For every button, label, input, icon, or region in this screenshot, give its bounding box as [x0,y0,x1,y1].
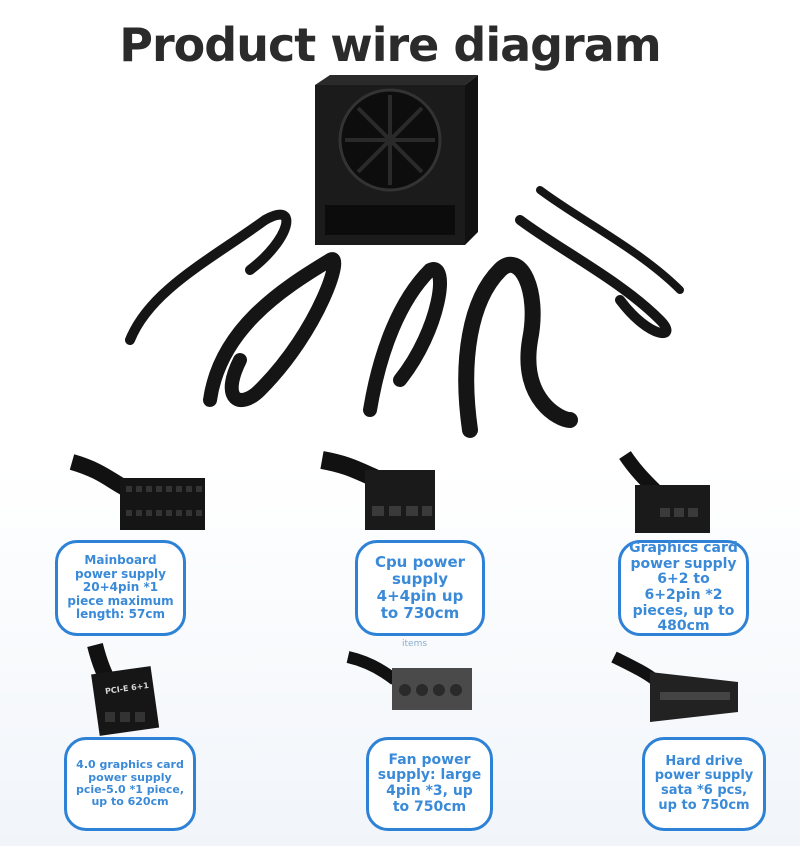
cables [125,186,684,438]
psu-unit [315,75,478,245]
label-pcie5-power: 4.0 graphics card power supply pcie-5.0 … [64,737,196,831]
label-cpu-power: Cpu power supply 4+4pin up to 730cm [355,540,485,636]
molex-connector [346,651,472,710]
atx-24pin-connector [69,454,205,530]
watermark: items [402,639,428,649]
label-fan-power: Fan power supply: large 4pin *3, up to 7… [366,737,493,831]
label-graphics-card-power: Graphics card power supply 6+2 to 6+2pin… [618,540,749,636]
label-mainboard-power: Mainboard power supply 20+4pin *1 piece … [55,540,186,636]
pcie5-connector [87,643,160,736]
page-title: Product wire diagram [119,18,661,72]
gpu-6plus2-connector [619,451,710,533]
cpu-4plus4-connector [320,451,435,530]
label-sata-power: Hard drive power supply sata *6 pcs, up … [642,737,766,831]
sata-connector [611,651,738,722]
